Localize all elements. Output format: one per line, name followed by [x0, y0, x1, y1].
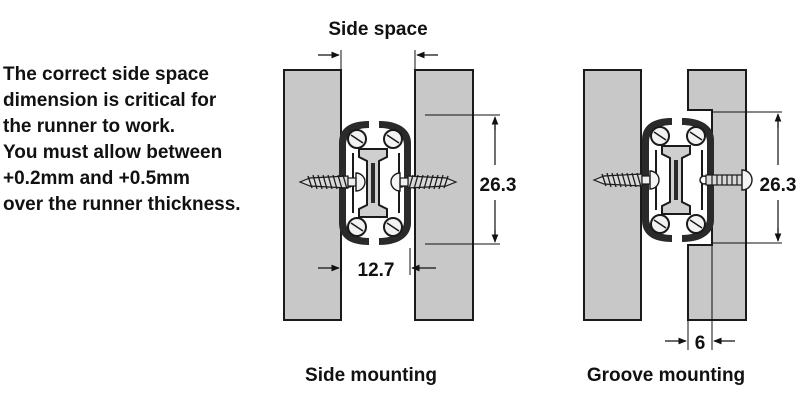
side-mounting-caption: Side mounting — [305, 365, 437, 386]
intro-line: The correct side space — [3, 64, 209, 85]
groove-height-dimension: 26.3 — [760, 175, 797, 196]
intro-line: over the runner thickness. — [3, 194, 241, 215]
groove-mounting-figure: 26.3 6 Groove mounting — [583, 69, 797, 386]
side-height-dimension: 26.3 — [480, 175, 517, 196]
side-width-dimension: 12.7 — [358, 260, 395, 281]
intro-line: +0.2mm and +0.5mm — [3, 168, 190, 189]
intro-text: The correct side space dimension is crit… — [3, 62, 273, 218]
groove-depth-dimension: 6 — [695, 333, 706, 354]
side-left-panel — [283, 69, 342, 321]
groove-bolt — [705, 169, 753, 191]
intro-line: the runner to work. — [3, 116, 176, 137]
groove-left-panel — [583, 69, 642, 321]
side-space-label: Side space — [328, 19, 427, 40]
groove-right-panel — [687, 69, 747, 321]
intro-line: dimension is critical for — [3, 90, 217, 111]
groove-mounting-caption: Groove mounting — [587, 365, 745, 386]
intro-line: You must allow between — [3, 142, 223, 163]
side-right-panel — [414, 69, 474, 321]
side-mounting-figure: Side space 26.3 12.7 Side mounting — [283, 19, 517, 386]
